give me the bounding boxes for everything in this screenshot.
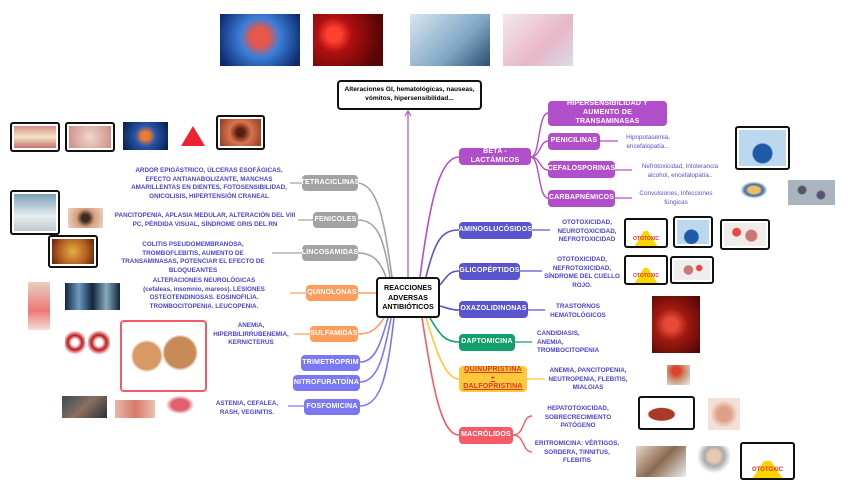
effects-carbapnemicos: Convulsiones, Infecciones fúngicas	[639, 190, 713, 206]
effects-lincosamidas: COLITIS PSEUDOMEMBRANOSA, TROMBOFLEBITIS…	[121, 241, 265, 274]
node-nitrofuratoina[interactable]: NITROFURATOÍNA	[293, 375, 360, 391]
effects-glicopeptidos: OTOTOXICIDAD, NEFROTOXICIDAD, SÍNDROME D…	[544, 256, 620, 289]
effects-daptomicina: CANDIDIASIS, ANEMIA, TROMBOCITOPENIA	[537, 330, 600, 354]
image-encephalopathy	[735, 126, 790, 170]
node-carbapnemicos[interactable]: CARBAPNÉMICOS	[548, 190, 615, 207]
general-effects-note: Alteraciones GI, hematológicas, nauseas,…	[337, 80, 482, 110]
node-cefalosporinas[interactable]: CEFALOSPORINAS	[548, 161, 615, 178]
image-gray-baby-syndrome	[10, 190, 60, 235]
image-anatomy	[220, 14, 300, 66]
image-myalgia	[667, 365, 690, 385]
node-fenicoles[interactable]: FENICOLES	[313, 212, 358, 228]
node-aminoglucosidos[interactable]: AMINOGLUCÓSIDOS	[459, 222, 532, 239]
node-oxazolidinonas[interactable]: OXAZOLIDINONAS	[459, 301, 528, 318]
image-fungi	[788, 180, 835, 205]
effects-sulfamidas: ANEMIA, HIPERBILIRRUBENEMIA, KERNICTERUS	[213, 322, 289, 346]
node-macrolidos[interactable]: MACRÓLIDOS	[459, 427, 513, 444]
node-beta-lactamicos[interactable]: BETA - LACTÁMICOS	[459, 148, 531, 165]
effects-eritromicina: ERITROMICINA: VÉRTIGOS, SORDERA, TINNITU…	[534, 440, 620, 464]
effects-penicilinas: Hipopotasemia, encefalopatía...	[626, 134, 670, 150]
effects-oxazolidinonas: TRASTORNOS HEMATOLÓGICOS	[550, 303, 606, 319]
image-red-blood-cells	[313, 14, 383, 66]
node-lincosamidas[interactable]: LINCOSAMIDAS	[302, 245, 358, 261]
image-nephrotoxicity-kidney	[670, 256, 714, 284]
effects-quinupristina-dalfopristina: ANEMIA, PANCITOPENIA, NEUTROPENIA, FLEBI…	[548, 367, 628, 391]
image-vomiting	[410, 14, 490, 66]
image-kernicterus	[120, 320, 207, 392]
effects-fenicoles: PANCITOPENIA, APLASIA MEDULAR, ALTERACIÓ…	[114, 212, 296, 228]
image-hypersensitivity	[503, 14, 573, 66]
image-convulsions	[738, 180, 770, 200]
image-pathogen-overgrowth	[708, 398, 740, 430]
image-rash	[115, 400, 155, 418]
ototoxic-sign-macrolidos: OTOTOXIC	[740, 442, 795, 480]
ototoxic-sign-aminoglucosidos: OTOTOXIC	[624, 218, 668, 248]
image-colitis	[48, 235, 98, 268]
image-blood-disorder	[652, 296, 700, 353]
node-glicopeptidos[interactable]: GLICOPÉPTIDOS	[459, 263, 520, 280]
photosensitivity-warning-icon	[178, 124, 208, 148]
effects-tetraciclinas: ARDOR EPIGÁSTRICO, ÚLCERAS ESOFÁGICAS, E…	[131, 167, 287, 200]
image-eye	[68, 208, 103, 228]
node-trimetroprim[interactable]: TRIMETROPRIM	[301, 355, 360, 371]
image-brain	[123, 122, 168, 150]
node-quinupristina-dalfopristina[interactable]: QUINUPRISTINA + DALFOPRISTINA	[459, 366, 527, 392]
image-vertigo	[636, 446, 686, 477]
image-neurotoxicity	[673, 216, 713, 248]
image-uterus	[160, 396, 200, 418]
node-fosfomicina[interactable]: FOSFOMICINA	[304, 399, 360, 415]
effects-quinolonas: ALTERACIONES NEUROLÓGICAS (cefaleas, ins…	[143, 277, 265, 310]
image-stained-teeth	[10, 122, 60, 152]
image-blood-cells-1	[65, 330, 85, 355]
effects-aminoglucosidos: OTOTOXICIDAD, NEUROTOXICIDAD, NEFROTOXIC…	[557, 219, 617, 243]
image-xray	[65, 283, 120, 310]
ototoxic-sign-glicopeptidos: OTOTOXIC	[624, 255, 668, 285]
image-deafness	[698, 446, 730, 480]
image-onycholysis	[65, 122, 115, 152]
effects-macrolidos: HEPATOTOXICIDAD, SOBRECRECIMIENTO PATÓGE…	[544, 405, 612, 429]
image-esophageal-ulcer	[216, 115, 265, 150]
effects-fosfomicina: ASTENIA, CEFALEA, RASH, VEGINITIS.	[215, 400, 279, 416]
node-tetraciclinas[interactable]: TETRACICLINAS	[301, 175, 359, 191]
node-sulfamidas[interactable]: SULFAMIDAS	[310, 326, 358, 342]
image-asthenia	[62, 396, 107, 418]
image-nephrotoxicity-pills	[720, 219, 770, 250]
node-daptomicina[interactable]: DAPTOMICINA	[459, 334, 515, 351]
image-tendon	[28, 282, 50, 330]
node-penicilinas[interactable]: PENICILINAS	[548, 133, 600, 150]
node-beta-lactamicos-general[interactable]: HIPERSENSIBILIDAD Y AUMENTO DE TRANSAMIN…	[548, 100, 667, 126]
effects-cefalosporinas: Nefrotoxicidad, Intolerancia alcohol, en…	[641, 163, 719, 179]
image-blood-cells-2	[88, 330, 110, 355]
node-quinolonas[interactable]: QUINOLONAS	[306, 285, 358, 301]
central-topic[interactable]: REACCIONES ADVERSAS ANTIBIÓTICOS	[376, 277, 440, 318]
image-liver	[638, 396, 695, 430]
